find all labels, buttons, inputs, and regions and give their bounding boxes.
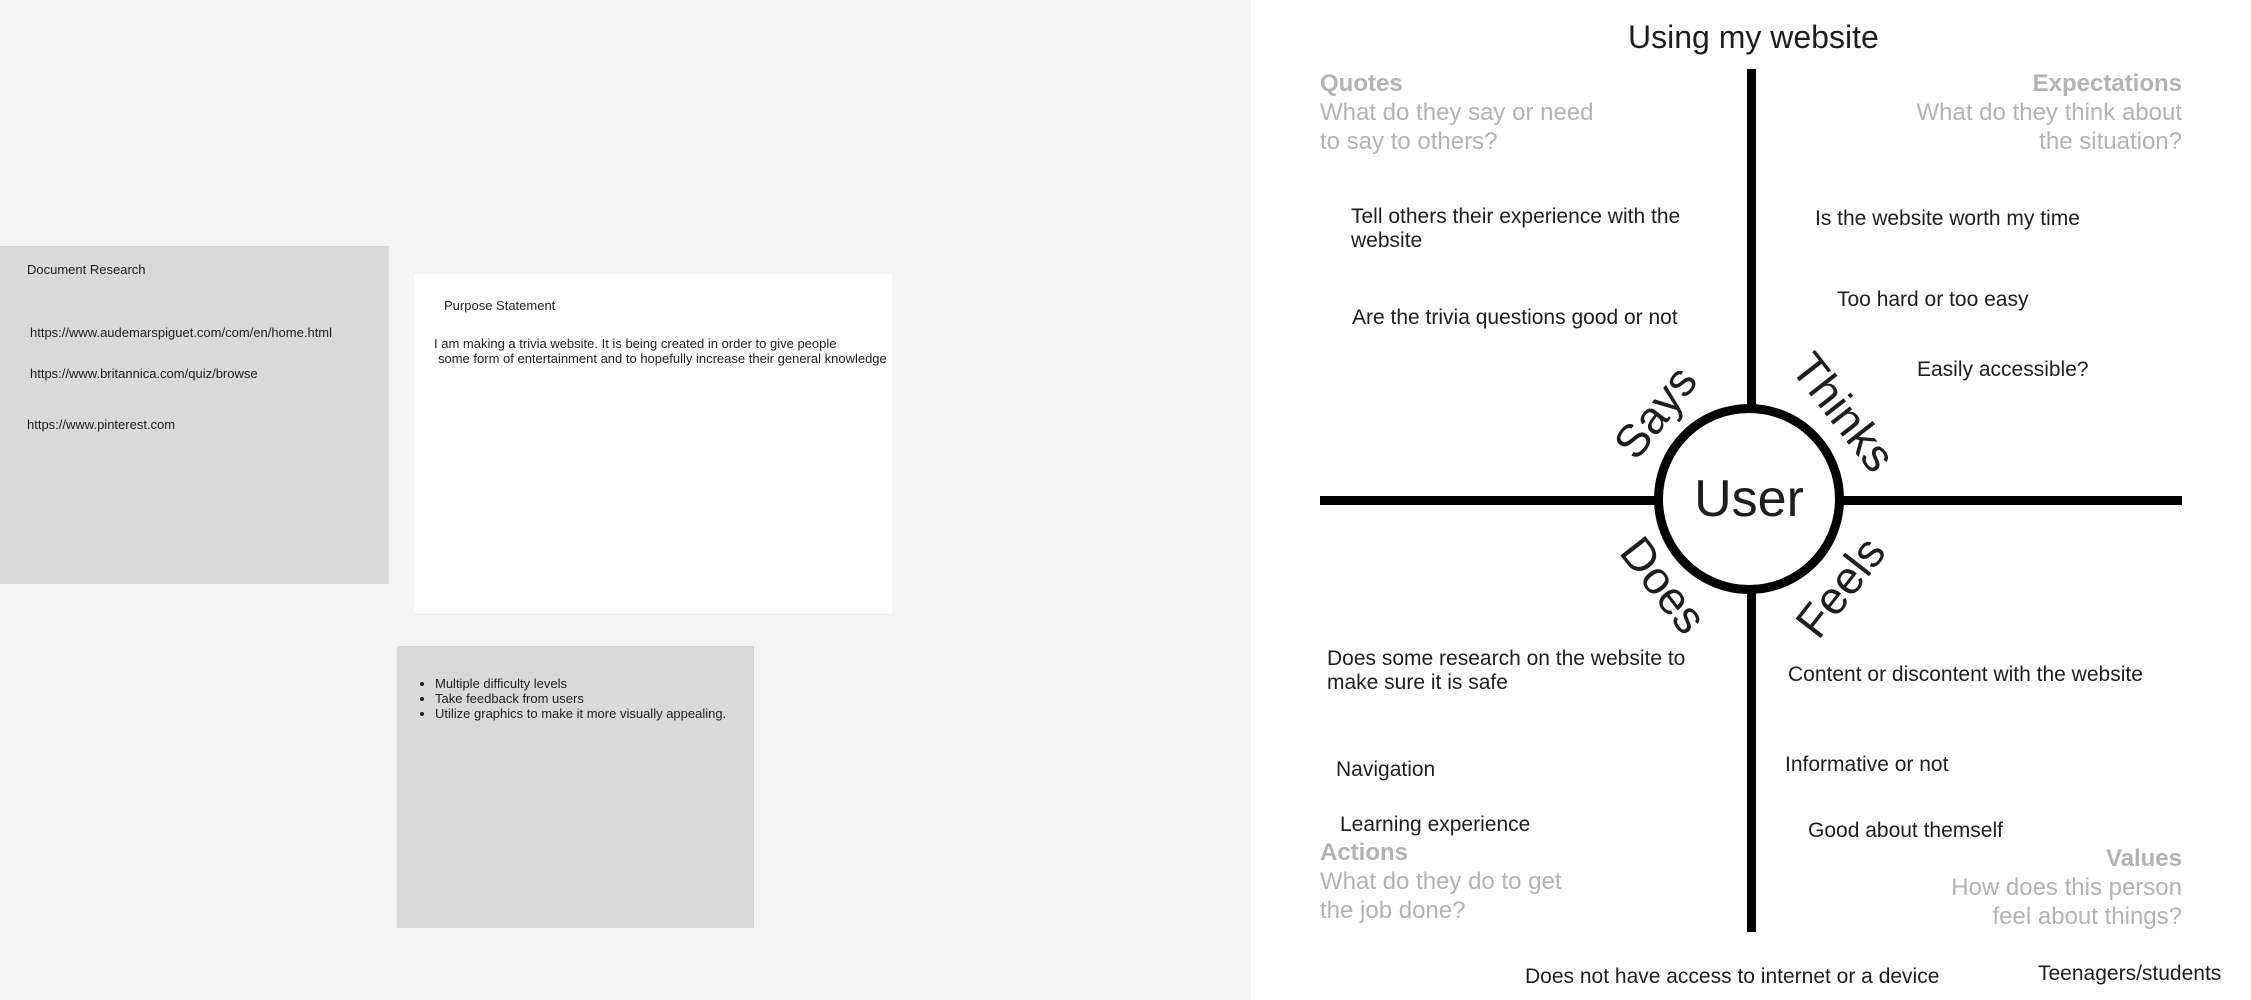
thinks-note[interactable]: Easily accessible? — [1917, 358, 2089, 381]
feature-item: Utilize graphics to make it more visuall… — [435, 706, 726, 721]
actions-subtitle: What do they do to get — [1320, 868, 1562, 895]
bottom-note[interactable]: Teenagers/students — [2038, 962, 2222, 985]
vertical-axis-bottom — [1747, 590, 1756, 932]
does-note[interactable]: Navigation — [1336, 758, 1436, 781]
feels-note[interactable]: Content or discontent with the website — [1788, 663, 2143, 686]
purpose-statement-title: Purpose Statement — [444, 298, 556, 313]
quotes-header: Quotes What do they say or need to say t… — [1320, 69, 1640, 156]
features-list: Multiple difficulty levels Take feedback… — [409, 676, 726, 721]
thinks-note[interactable]: Is the website worth my time — [1815, 207, 2080, 230]
feels-note[interactable]: Good about themself — [1808, 819, 2003, 842]
quotes-subtitle: to say to others? — [1320, 128, 1498, 155]
user-circle: User — [1654, 404, 1844, 594]
actions-subtitle: the job done? — [1320, 897, 1466, 924]
expectations-subtitle: What do they think about — [1916, 99, 2183, 126]
does-note[interactable]: Learning experience — [1340, 813, 1531, 836]
thinks-note[interactable]: Too hard or too easy — [1837, 288, 2029, 311]
purpose-statement-line: some form of entertainment and to hopefu… — [438, 351, 887, 366]
quotes-subtitle: What do they say or need — [1320, 99, 1594, 126]
actions-header: Actions What do they do to get the job d… — [1320, 838, 1640, 925]
expectations-heading: Expectations — [2032, 70, 2182, 97]
features-card[interactable]: Multiple difficulty levels Take feedback… — [397, 646, 754, 928]
values-subtitle: feel about things? — [1992, 903, 2182, 930]
document-research-card[interactable]: Document Research https://www.audemarspi… — [0, 246, 389, 584]
does-note[interactable]: Does some research on the website to mak… — [1327, 647, 1686, 694]
vertical-axis-top — [1747, 69, 1756, 409]
feature-item: Take feedback from users — [435, 691, 726, 706]
research-link[interactable]: https://www.pinterest.com — [27, 417, 176, 432]
bottom-note[interactable]: Does not have access to internet or a de… — [1525, 965, 1940, 988]
expectations-header: Expectations What do they think about th… — [1862, 69, 2183, 156]
horizontal-axis-left — [1320, 496, 1660, 505]
research-link[interactable]: https://www.audemarspiguet.com/com/en/ho… — [30, 325, 333, 340]
values-subtitle: How does this person — [1951, 874, 2182, 901]
expectations-subtitle: the situation? — [2039, 128, 2182, 155]
research-link[interactable]: https://www.britannica.com/quiz/browse — [30, 366, 258, 381]
purpose-statement-line: I am making a trivia website. It is bein… — [434, 336, 837, 351]
horizontal-axis-right — [1840, 496, 2182, 505]
empathy-map-title: Using my website — [1628, 19, 1879, 55]
quotes-heading: Quotes — [1320, 70, 1403, 97]
purpose-statement-card[interactable]: Purpose Statement I am making a trivia w… — [414, 274, 892, 613]
feels-note[interactable]: Informative or not — [1785, 753, 1949, 776]
values-heading: Values — [2105, 845, 2182, 872]
user-label: User — [1694, 470, 1804, 528]
feature-item: Multiple difficulty levels — [435, 676, 726, 691]
document-research-title: Document Research — [27, 262, 146, 277]
says-note[interactable]: Tell others their experience with the we… — [1351, 205, 1681, 252]
actions-heading: Actions — [1320, 839, 1409, 866]
values-header: Values How does this person feel about t… — [1862, 844, 2182, 931]
says-note[interactable]: Are the trivia questions good or not — [1352, 306, 1678, 329]
